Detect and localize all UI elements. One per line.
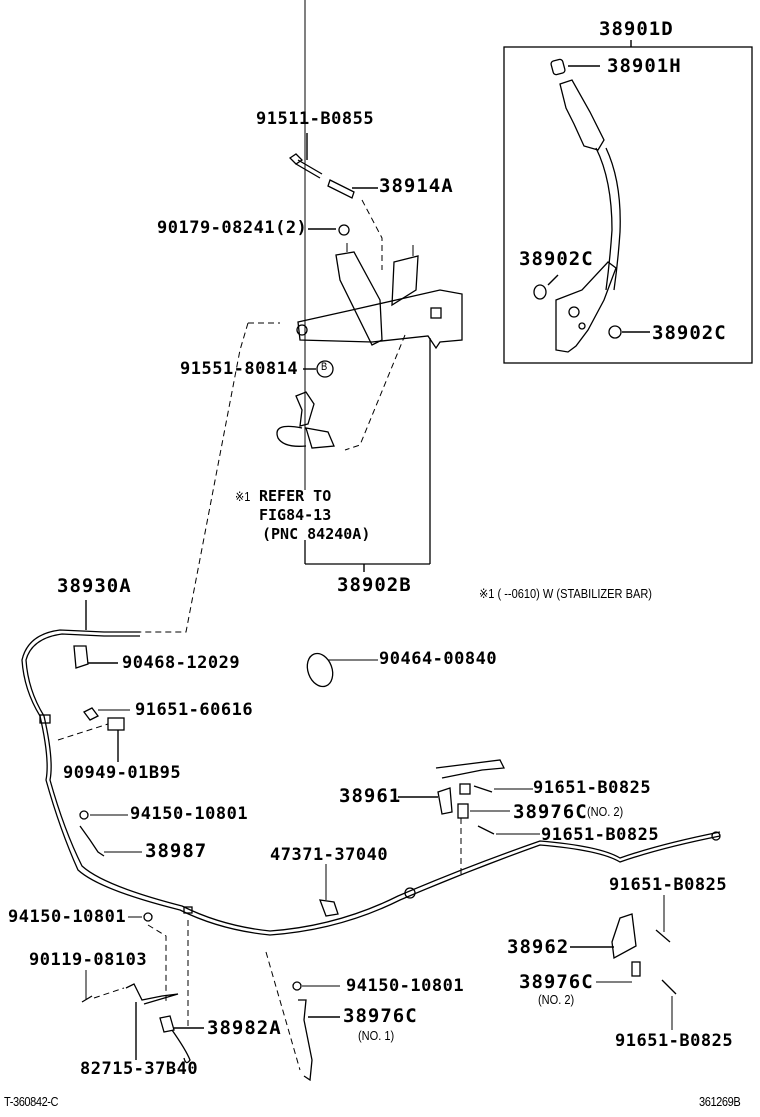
label-38976C-no2-upper: 38976C — [513, 801, 588, 823]
sublabel-38976C-no2-lower: (NO. 2) — [538, 992, 575, 1007]
bolt-91651-B0825-3[interactable] — [655, 895, 671, 943]
label-90179-08241: 90179-08241(2) — [157, 218, 308, 238]
front-brake-cable-38930A[interactable] — [21, 600, 721, 936]
clamp-47371-37040[interactable] — [319, 864, 339, 917]
label-91651-B0825-2: 91651-B0825 — [541, 825, 660, 845]
label-38982A: 38982A — [207, 1017, 282, 1039]
clip-38987[interactable] — [79, 825, 142, 857]
figure-ref-right: 361269B — [699, 1094, 741, 1109]
callout-91551-80814 — [303, 360, 334, 378]
bolt-91511-B0855[interactable] — [288, 133, 323, 179]
label-47371-37040: 47371-37040 — [270, 845, 389, 865]
nut-94150-10801-lower[interactable] — [128, 912, 189, 1026]
bolt-91651-60616[interactable] — [57, 707, 130, 762]
refer-note-marker: ※1 — [235, 489, 251, 504]
bushing-38902C-right[interactable] — [608, 325, 650, 339]
band-90464-00840[interactable] — [303, 650, 378, 690]
bracket-82715-37B40[interactable] — [125, 983, 179, 1060]
label-38901D: 38901D — [599, 18, 674, 40]
lever-assembly-box — [503, 46, 753, 364]
label-38902C-left: 38902C — [519, 248, 594, 270]
label-38930A: 38930A — [57, 575, 132, 597]
label-38961: 38961 — [339, 785, 402, 807]
clamp-38976C-no2-upper[interactable] — [457, 803, 510, 878]
label-90464-00840: 90464-00840 — [379, 649, 498, 669]
bolt-91651-B0825-1[interactable] — [473, 785, 533, 793]
bolt-91651-B0825-2[interactable] — [477, 825, 540, 835]
switch-38902B[interactable] — [276, 0, 431, 572]
label-82715-37B40: 82715-37B40 — [80, 1059, 199, 1079]
bolt-90119-08103[interactable] — [81, 970, 125, 1003]
label-38976C-no2-lower: 38976C — [519, 971, 594, 993]
label-91511-B0855: 91511-B0855 — [256, 109, 375, 129]
clamp-38976C-no2-lower[interactable] — [596, 961, 641, 983]
bracket-38962[interactable] — [570, 913, 637, 960]
label-38914A: 38914A — [379, 175, 454, 197]
callout-b-symbol: B — [321, 361, 328, 373]
refer-note-line1: REFER TO — [259, 487, 332, 505]
bracket-38961[interactable] — [398, 759, 506, 815]
footnote-stabilizer-bar: ※1 ( --0610) W (STABILIZER BAR) — [479, 586, 653, 601]
bushing-38902C-left[interactable] — [533, 274, 559, 300]
clip-38982A[interactable] — [159, 1015, 204, 1064]
label-90119-08103: 90119-08103 — [29, 950, 148, 970]
label-91651-B0825-4: 91651-B0825 — [615, 1031, 734, 1051]
lever-cap-38901H[interactable] — [550, 58, 600, 76]
sublabel-38976C-no1: (NO. 1) — [358, 1028, 395, 1043]
label-90949-01B95: 90949-01B95 — [63, 763, 182, 783]
label-38987: 38987 — [145, 840, 208, 862]
label-91651-60616: 91651-60616 — [135, 700, 254, 720]
label-90468-12029: 90468-12029 — [122, 653, 241, 673]
nut-94150-10801-upper[interactable] — [79, 810, 128, 820]
collar-38914A[interactable] — [327, 179, 383, 270]
label-91651-B0825-3: 91651-B0825 — [609, 875, 728, 895]
label-38902C-right: 38902C — [652, 322, 727, 344]
label-91551-80814: 91551-80814 — [180, 359, 299, 379]
bracket-38976C-no1[interactable] — [265, 951, 340, 1082]
label-94150-10801-third: 94150-10801 — [346, 976, 465, 996]
refer-note-line3: (PNC 84240A) — [262, 525, 371, 543]
label-38976C-no1: 38976C — [343, 1005, 418, 1027]
label-38902B: 38902B — [337, 574, 412, 596]
nut-90179-08241[interactable] — [308, 224, 350, 236]
refer-note-line2: FIG84-13 — [259, 506, 332, 524]
figure-ref-left: T-360842-C — [4, 1094, 59, 1109]
clip-90468-12029[interactable] — [73, 645, 118, 669]
label-38901H: 38901H — [607, 55, 682, 77]
bolt-91651-B0825-4[interactable] — [661, 979, 677, 1030]
lever-bracket[interactable] — [296, 243, 463, 350]
label-38962: 38962 — [507, 936, 570, 958]
sublabel-38976C-no2-upper: (NO. 2) — [587, 804, 624, 819]
label-91651-B0825-1: 91651-B0825 — [533, 778, 652, 798]
label-94150-10801-upper: 94150-10801 — [130, 804, 249, 824]
parking-brake-lever[interactable] — [555, 79, 621, 353]
label-94150-10801-lower: 94150-10801 — [8, 907, 127, 927]
